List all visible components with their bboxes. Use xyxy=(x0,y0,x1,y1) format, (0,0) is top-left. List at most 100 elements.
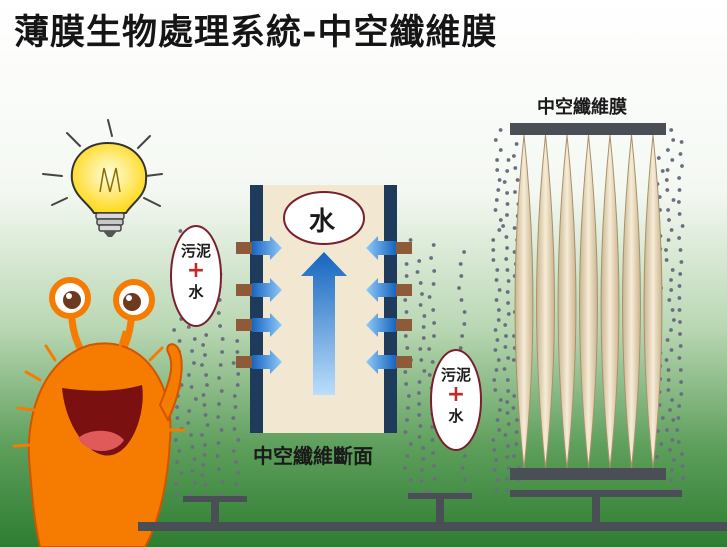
air-bubble xyxy=(231,449,236,453)
air-bubble xyxy=(504,334,508,338)
inflow-arrow xyxy=(252,236,282,260)
air-bubble xyxy=(232,394,237,398)
air-bubble xyxy=(672,318,676,322)
air-bubble xyxy=(417,402,421,406)
air-bubble xyxy=(664,258,669,262)
air-bubble xyxy=(422,490,427,494)
air-bubble xyxy=(202,453,207,457)
air-bubble xyxy=(497,228,502,232)
air-bubble xyxy=(512,454,516,458)
air-bubble xyxy=(203,443,207,447)
hollow-fiber xyxy=(579,134,598,469)
air-bubble xyxy=(235,339,240,343)
air-bubble xyxy=(491,248,496,252)
air-bubble xyxy=(677,296,682,300)
air-bubble xyxy=(496,358,501,362)
air-bubble xyxy=(220,337,225,341)
air-bubble xyxy=(459,274,464,278)
page-title: 薄膜生物處理系統-中空纖維膜 xyxy=(14,13,498,53)
air-bubble xyxy=(676,416,681,420)
air-bubble xyxy=(503,433,508,437)
air-bubble xyxy=(431,282,436,286)
inflow-arrow xyxy=(252,350,282,374)
air-bubble xyxy=(404,274,409,278)
air-bubble xyxy=(202,403,207,407)
air-bubble xyxy=(493,388,498,392)
inflow-arrow xyxy=(366,236,396,260)
air-bubble xyxy=(192,337,197,341)
air-bubble xyxy=(432,334,436,338)
air-bubble xyxy=(404,382,408,386)
air-bubble xyxy=(678,320,682,324)
air-bubble xyxy=(415,270,420,274)
air-bubble xyxy=(498,128,503,132)
air-bubble xyxy=(421,336,426,340)
air-bubble xyxy=(678,272,683,276)
air-bubble xyxy=(173,482,178,486)
air-bubble xyxy=(427,295,432,299)
air-bubble xyxy=(498,408,502,412)
air-bubble xyxy=(431,451,435,455)
air-bubble xyxy=(233,405,238,409)
air-bubble xyxy=(192,457,197,461)
air-bubble xyxy=(417,435,422,439)
air-bubble xyxy=(512,226,517,230)
air-bubble xyxy=(493,328,498,332)
pore-stub xyxy=(392,242,412,254)
air-bubble xyxy=(418,347,423,351)
air-bubble xyxy=(680,464,685,468)
air-bubble xyxy=(492,448,497,452)
air-bubble xyxy=(670,308,675,312)
air-bubble xyxy=(431,308,436,312)
air-bubble xyxy=(219,493,223,497)
hollow-fiber-module xyxy=(510,123,666,480)
air-bubble xyxy=(192,361,196,365)
air-bubble xyxy=(231,361,236,365)
air-bubble xyxy=(679,380,683,384)
air-bubble xyxy=(218,363,223,367)
air-bubble xyxy=(666,238,671,242)
air-bubble xyxy=(405,454,410,458)
air-bubble xyxy=(494,298,499,302)
air-bubble xyxy=(430,438,435,442)
air-bubble xyxy=(680,452,684,456)
air-bubble xyxy=(495,158,499,162)
air-bubble xyxy=(216,467,221,471)
air-bubble xyxy=(460,334,464,338)
air-bubble xyxy=(677,200,681,204)
air-bubble xyxy=(660,169,665,173)
air-bubble xyxy=(406,406,410,410)
air-bubble xyxy=(190,349,195,353)
air-bubble xyxy=(495,268,500,272)
air-bubble xyxy=(669,328,673,332)
air-bubble xyxy=(497,308,501,312)
air-bubble xyxy=(403,430,408,434)
air-bubbles xyxy=(172,128,685,497)
air-bubble xyxy=(462,322,467,326)
hollow-fiber-label: 中空纖維膜 xyxy=(537,97,627,118)
air-bubble xyxy=(205,383,209,387)
air-bubble xyxy=(677,284,682,288)
air-bubble xyxy=(666,388,671,392)
air-bubble xyxy=(220,350,225,354)
air-bubble xyxy=(665,188,670,192)
air-bubble xyxy=(172,328,177,332)
air-bubble xyxy=(174,493,179,497)
air-bubble xyxy=(200,363,204,367)
air-bubble xyxy=(512,394,517,398)
water-label: 水 xyxy=(309,207,336,237)
air-bubble xyxy=(506,422,511,426)
air-bubble xyxy=(232,427,237,431)
air-bubble xyxy=(427,490,432,494)
air-bubble xyxy=(421,446,425,450)
air-bubble xyxy=(511,406,516,410)
air-bubble xyxy=(672,458,676,462)
hollow-fiber xyxy=(600,134,620,469)
air-bubble xyxy=(203,493,207,497)
air-bubble xyxy=(420,292,424,296)
air-bubble xyxy=(501,224,505,228)
hollow-fiber xyxy=(514,134,534,469)
air-bubble xyxy=(418,303,423,307)
air-bubble xyxy=(502,180,507,184)
air-bubble xyxy=(494,458,499,462)
